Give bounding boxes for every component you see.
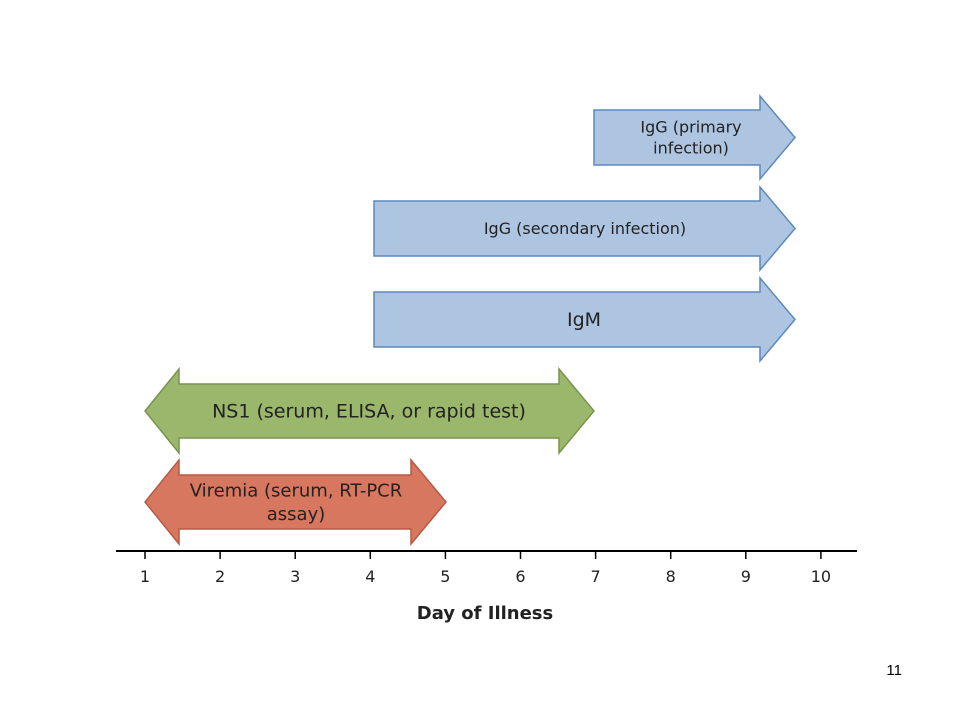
- band-arrow-igm: [373, 275, 796, 364]
- band-igm: IgM: [373, 275, 796, 364]
- band-label-igm: IgM: [567, 309, 601, 331]
- band-label-igg-primary: infection): [653, 139, 729, 158]
- axis-tick-label: 4: [365, 567, 375, 586]
- axis-tick-label: 2: [215, 567, 225, 586]
- band-label-igg-primary: IgG (primary: [640, 118, 741, 137]
- axis-tick-label: 1: [140, 567, 150, 586]
- band-igg-secondary: IgG (secondary infection): [373, 184, 796, 273]
- band-label-ns1: NS1 (serum, ELISA, or rapid test): [212, 401, 526, 423]
- axis-tick-label: 7: [591, 567, 601, 586]
- axis-tick-label: 9: [741, 567, 751, 586]
- axis-tick-label: 6: [515, 567, 525, 586]
- band-igg-primary: IgG (primary infection): [593, 93, 796, 182]
- axis-tick-label: 3: [290, 567, 300, 586]
- band-arrow-igg-primary: [593, 93, 796, 182]
- axis-tick-label: 8: [666, 567, 676, 586]
- bands-layer: IgG (primary infection) IgG (secondary inf…: [144, 93, 796, 547]
- axis-tick-label: 10: [811, 567, 831, 586]
- axis-label: Day of Illness: [417, 603, 554, 624]
- band-arrow-ns1: [144, 366, 595, 456]
- slide-number: 11: [886, 662, 902, 679]
- axis-tick-label: 5: [440, 567, 450, 586]
- band-ns1: NS1 (serum, ELISA, or rapid test): [144, 366, 595, 456]
- band-arrow-igg-secondary: [373, 184, 796, 273]
- band-label-viremia: Viremia (serum, RT-PCR: [190, 481, 403, 502]
- band-label-viremia: assay): [267, 504, 326, 525]
- band-label-igg-secondary: IgG (secondary infection): [484, 219, 686, 238]
- band-arrow-viremia: [144, 457, 447, 547]
